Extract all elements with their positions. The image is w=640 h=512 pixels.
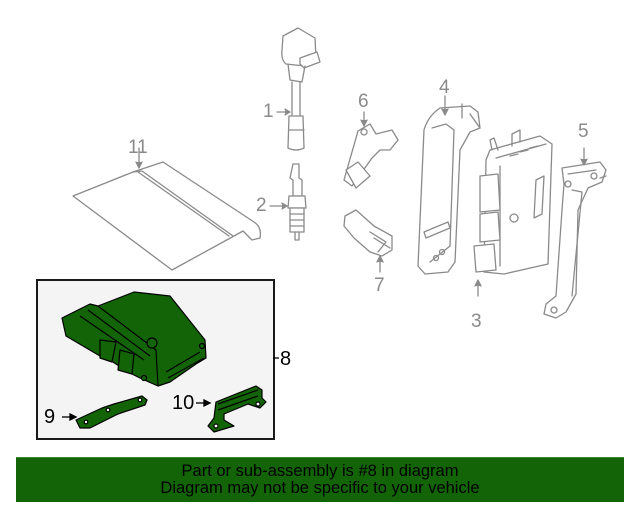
- callout-8[interactable]: 8: [280, 348, 292, 370]
- ecm-assembly-part[interactable]: [61, 291, 207, 387]
- banner-line-2: Diagram may not be specific to your vehi…: [160, 479, 480, 497]
- module-bracket-rear-part[interactable]: [543, 161, 607, 319]
- heat-shield-part[interactable]: [72, 161, 262, 271]
- callout-6[interactable]: 6: [358, 91, 369, 112]
- info-banner: Part or sub-assembly is #8 in diagram Di…: [16, 457, 624, 502]
- callout-7[interactable]: 7: [374, 275, 385, 296]
- engine-control-module-part[interactable]: [473, 129, 553, 275]
- module-bracket-front-part[interactable]: [417, 103, 481, 275]
- callout-2[interactable]: 2: [256, 195, 267, 216]
- position-sensor-part[interactable]: [343, 123, 399, 189]
- bracket-10-part[interactable]: [207, 385, 267, 433]
- callout-3[interactable]: 3: [471, 311, 482, 332]
- ignition-coil-part[interactable]: [281, 27, 321, 151]
- banner-line-1: Part or sub-assembly is #8 in diagram: [181, 462, 459, 480]
- callout-10[interactable]: 10: [172, 392, 195, 414]
- callout-5[interactable]: 5: [578, 121, 589, 142]
- callout-1[interactable]: 1: [263, 101, 274, 122]
- callout-11[interactable]: 11: [128, 137, 148, 158]
- callout-4[interactable]: 4: [439, 77, 450, 98]
- sensor-part[interactable]: [343, 209, 393, 257]
- callout-9[interactable]: 9: [44, 406, 56, 428]
- bracket-9-part[interactable]: [75, 395, 148, 429]
- spark-plug-part[interactable]: [287, 163, 307, 241]
